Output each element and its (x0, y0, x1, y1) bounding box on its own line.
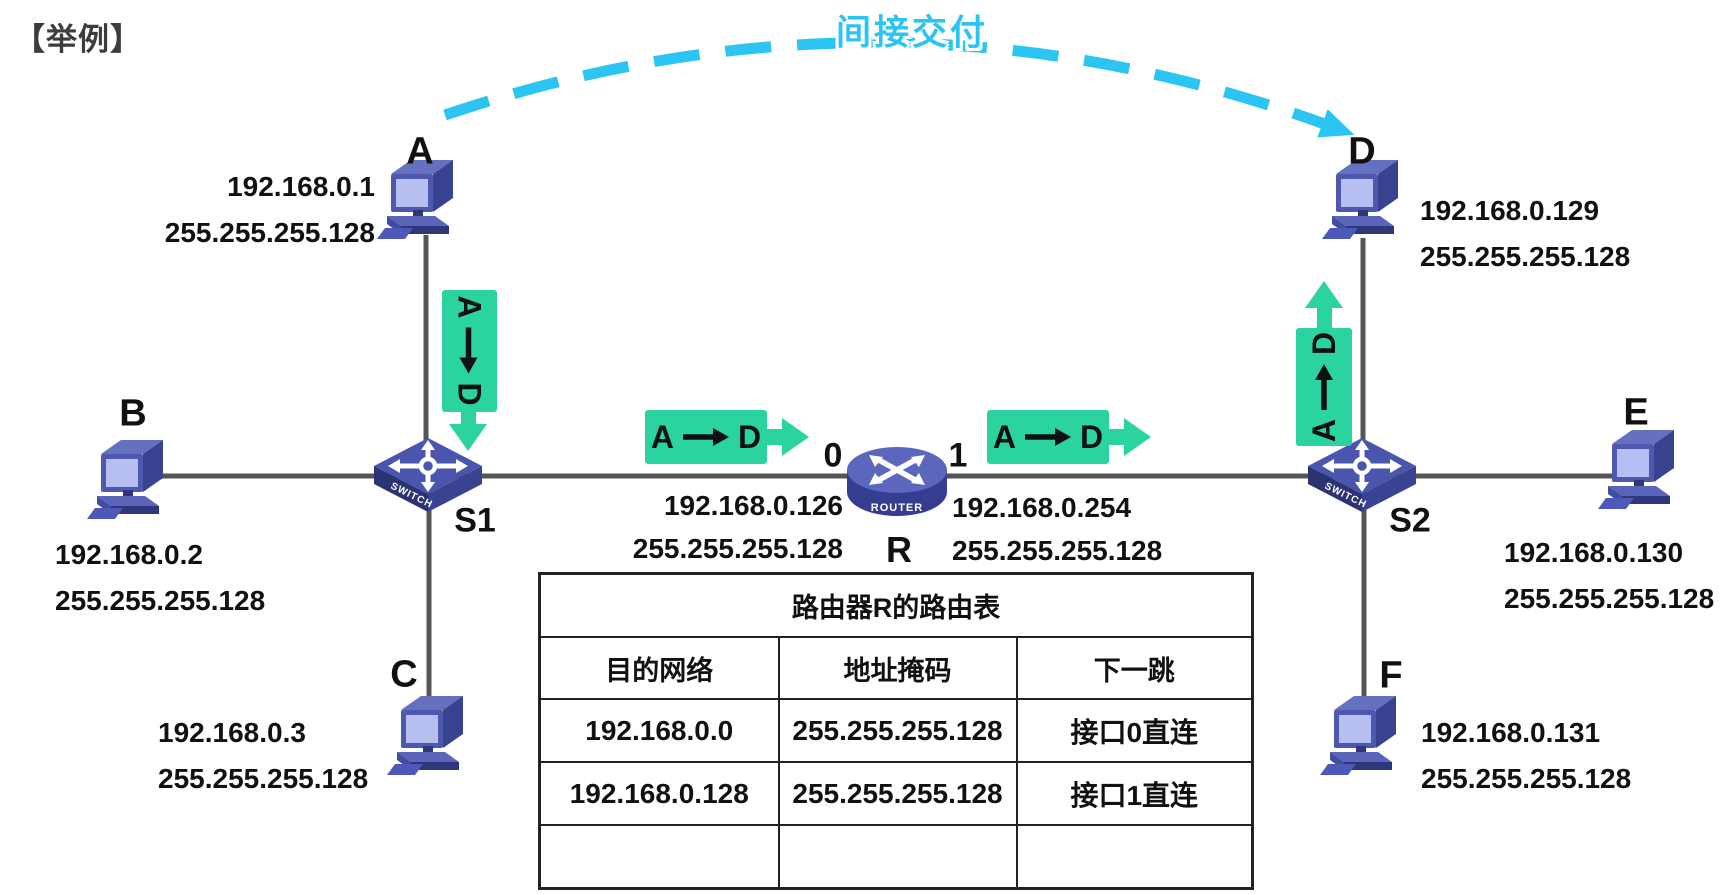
host-a-mask: 255.255.255.128 (164, 217, 375, 248)
table-cell-mask: 255.255.255.128 (777, 698, 1018, 763)
flow-dst-label: D (1305, 331, 1342, 355)
host-b-label: B (119, 392, 147, 435)
host-d-address: 192.168.0.129 255.255.255.128 (1420, 188, 1630, 280)
flow-dst-label: D (451, 382, 488, 406)
flow-src-label: A (1305, 419, 1342, 443)
router-port0-label: 0 (823, 436, 843, 475)
router-port0-mask: 255.255.255.128 (632, 533, 843, 564)
host-f-address: 192.168.0.131 255.255.255.128 (1421, 710, 1631, 802)
router-port0-ip: 192.168.0.126 (663, 490, 843, 521)
indirect-delivery-arc (443, 37, 1355, 138)
green-arrow-shaft (1317, 306, 1332, 330)
column-header-next-hop: 下一跳 (1015, 636, 1254, 700)
host-e-label: E (1623, 391, 1649, 434)
table-row: 192.168.0.0 255.255.255.128 接口0直连 (538, 698, 1254, 763)
table-cell-destination: 192.168.0.128 (538, 761, 780, 826)
switch-s2-label: S2 (1389, 501, 1431, 540)
host-c-address: 192.168.0.3 255.255.255.128 (158, 710, 368, 802)
host-c-computer-icon (387, 696, 463, 775)
routing-table-title: 路由器R的路由表 (538, 572, 1254, 638)
host-d-ip: 192.168.0.129 (1420, 195, 1600, 226)
router-port0-address: 192.168.0.126 255.255.255.128 (593, 484, 843, 570)
host-a-label: A (406, 130, 434, 173)
host-b-address: 192.168.0.2 255.255.255.128 (55, 532, 265, 624)
green-arrow-shaft (1107, 429, 1124, 445)
table-cell-next-hop (1015, 824, 1254, 890)
table-cell-destination: 192.168.0.0 (538, 698, 780, 763)
page-title: 【举例】 (14, 22, 142, 57)
host-e-computer-icon (1598, 430, 1674, 509)
routing-table: 路由器R的路由表 目的网络 地址掩码 下一跳 192.168.0.0 255.2… (538, 572, 1254, 890)
column-header-mask: 地址掩码 (777, 636, 1018, 700)
flow-badge-s1-to-router: A D (645, 410, 767, 464)
router-port1-label: 1 (948, 436, 968, 475)
table-row (538, 824, 1254, 890)
router-port1-ip: 192.168.0.254 (952, 492, 1132, 523)
host-a-address: 192.168.0.1 255.255.255.128 (130, 164, 375, 256)
host-f-label: F (1379, 654, 1403, 697)
host-e-ip: 192.168.0.130 (1504, 537, 1684, 568)
column-header-destination: 目的网络 (538, 636, 780, 700)
host-e-mask: 255.255.255.128 (1504, 583, 1715, 614)
table-cell-next-hop: 接口1直连 (1015, 761, 1254, 826)
host-f-computer-icon (1320, 696, 1396, 775)
indirect-delivery-label: 间接交付 (835, 13, 989, 53)
green-arrow-shaft (461, 410, 476, 426)
arc-dashed-path (443, 37, 1355, 138)
black-arrow-icon (683, 428, 729, 446)
switch-s1-label: S1 (454, 501, 496, 540)
host-e-address: 192.168.0.130 255.255.255.128 (1504, 530, 1714, 622)
table-row: 192.168.0.128 255.255.255.128 接口1直连 (538, 761, 1254, 826)
black-arrow-icon (1025, 428, 1071, 446)
green-up-arrow-icon (1305, 281, 1343, 308)
green-right-arrow-icon (1124, 418, 1151, 456)
host-c-label: C (390, 653, 418, 696)
table-cell-mask (777, 824, 1018, 890)
host-d-label: D (1348, 130, 1376, 173)
host-d-mask: 255.255.255.128 (1420, 241, 1631, 272)
host-f-mask: 255.255.255.128 (1421, 763, 1632, 794)
host-b-computer-icon (87, 440, 163, 519)
flow-badge-a-to-s1-content: A D (442, 290, 497, 412)
host-f-ip: 192.168.0.131 (1421, 717, 1601, 748)
router-port1-address: 192.168.0.254 255.255.255.128 (952, 486, 1202, 572)
table-cell-next-hop: 接口0直连 (1015, 698, 1254, 763)
green-right-arrow-icon (782, 418, 809, 456)
host-b-mask: 255.255.255.128 (55, 585, 266, 616)
flow-dst-label: D (738, 418, 762, 455)
black-arrow-icon (1315, 364, 1333, 410)
green-down-arrow-icon (449, 424, 487, 451)
table-cell-destination (538, 824, 780, 890)
flow-badge-s2-to-d-content: A D (1296, 328, 1352, 446)
flow-src-label: A (451, 295, 488, 319)
host-c-ip: 192.168.0.3 (158, 717, 306, 748)
black-arrow-icon (460, 327, 478, 374)
flow-src-label: A (650, 418, 674, 455)
flow-src-label: A (992, 418, 1016, 455)
host-b-ip: 192.168.0.2 (55, 539, 203, 570)
table-cell-mask: 255.255.255.128 (777, 761, 1018, 826)
flow-badge-router-to-s2: A D (987, 410, 1109, 464)
host-a-ip: 192.168.0.1 (227, 171, 375, 202)
router-label: R (886, 529, 912, 570)
green-arrow-shaft (765, 429, 782, 445)
router-icon (845, 442, 949, 518)
flow-dst-label: D (1080, 418, 1104, 455)
router-port1-mask: 255.255.255.128 (952, 535, 1163, 566)
host-c-mask: 255.255.255.128 (158, 763, 369, 794)
